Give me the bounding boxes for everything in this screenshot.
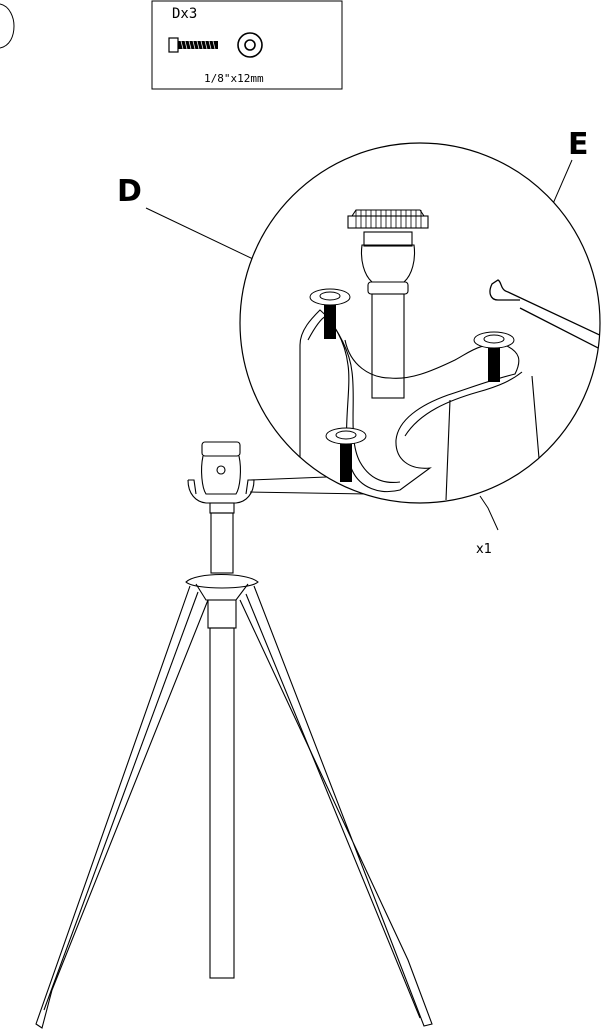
quantity-label: x1 <box>476 542 492 557</box>
parts-box: Dx3 1/8"x12mm <box>151 0 343 90</box>
screw-d-1 <box>309 288 351 339</box>
wrench-callout-label: E <box>568 127 589 162</box>
tripod-lamp <box>35 441 433 1029</box>
washer-icon <box>237 32 263 58</box>
screw-d-2 <box>473 331 515 382</box>
step-circle <box>0 3 15 49</box>
part-label: Dx3 <box>172 6 197 22</box>
detail-view <box>239 142 601 504</box>
screw-icon <box>168 37 218 53</box>
screw-d-3 <box>325 427 367 482</box>
size-label: 1/8"x12mm <box>204 72 264 85</box>
screw-callout-label: D <box>117 174 142 209</box>
